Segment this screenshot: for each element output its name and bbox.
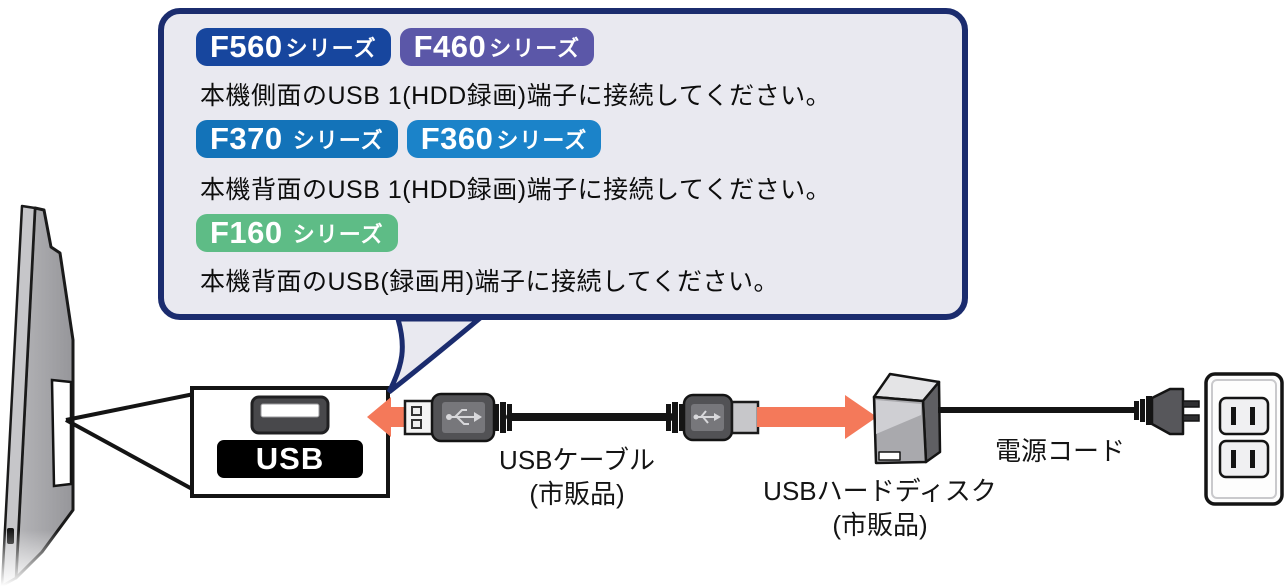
bubble-tail [386, 316, 486, 394]
badge-model: F160 [210, 215, 283, 250]
badge-suffix: シリーズ [285, 36, 377, 61]
usb-connector-b [666, 393, 760, 442]
tv-bottom-fade [0, 530, 100, 586]
left-arrow-icon [367, 397, 405, 437]
usb-hard-disk-illustration [872, 372, 942, 465]
usb-connector-a [403, 392, 512, 443]
usb-port-callout-box: USB [190, 386, 390, 498]
usb-trident-icon [446, 409, 482, 425]
power-plug-illustration [1134, 387, 1200, 436]
outlet-socket-top [1218, 396, 1270, 436]
badge-row-3: F160 シリーズ [196, 214, 398, 252]
badge-row-1: F560 シリーズ F460 シリーズ [196, 28, 595, 66]
series-badge-f460: F460 シリーズ [399, 28, 595, 66]
badge-suffix: シリーズ [496, 128, 588, 153]
series-badge-f360: F360 シリーズ [406, 120, 602, 158]
badge-row-2: F370 シリーズ F360 シリーズ [196, 120, 602, 158]
series-badge-f160: F160 シリーズ [196, 214, 398, 252]
badge-suffix: シリーズ [285, 222, 384, 247]
instruction-line-2: 本機背面のUSB 1(HDD録画)端子に接続してください。 [200, 176, 832, 204]
hdd-label-group: USBハードディスク (市販品) [752, 474, 1008, 542]
callout-lines [65, 392, 195, 492]
usb-cable-note: (市販品) [529, 479, 625, 509]
power-cord-illustration [938, 387, 1200, 436]
usb-cable-label-group: USBケーブル (市販品) [462, 443, 692, 511]
badge-model: F360 [420, 121, 494, 156]
badge-model: F370 [210, 121, 283, 156]
power-cord-label: 電源コード [994, 436, 1125, 466]
tv-side-panel-recess [50, 378, 73, 488]
right-arrow-icon [757, 395, 877, 439]
usb-label-pill: USB [217, 440, 363, 478]
badge-model: F460 [413, 29, 487, 64]
usb-port-icon [250, 395, 330, 435]
speech-bubble: F560 シリーズ F460 シリーズ 本機側面のUSB 1(HDD録画)端子に… [158, 8, 968, 320]
outlet-socket-bottom [1218, 439, 1270, 479]
wall-outlet-illustration [1204, 372, 1284, 506]
tv-illustration [0, 204, 100, 586]
series-badge-f370: F370 シリーズ [196, 120, 398, 158]
instruction-line-1: 本機側面のUSB 1(HDD録画)端子に接続してください。 [200, 82, 832, 110]
hdd-label: USBハードディスク [763, 476, 997, 506]
usb-trident-icon-small [693, 410, 721, 424]
usb-cable-label: USBケーブル [499, 445, 655, 475]
badge-suffix: シリーズ [285, 128, 384, 153]
usb-cable-illustration [403, 392, 760, 443]
badge-model: F560 [210, 29, 283, 64]
badge-suffix: シリーズ [489, 36, 581, 61]
series-badge-f560: F560 シリーズ [196, 28, 391, 66]
instruction-line-3: 本機背面のUSB(録画用)端子に接続してください。 [200, 268, 780, 296]
hdd-note: (市販品) [832, 510, 928, 540]
usb-port-label: USB [256, 441, 324, 476]
